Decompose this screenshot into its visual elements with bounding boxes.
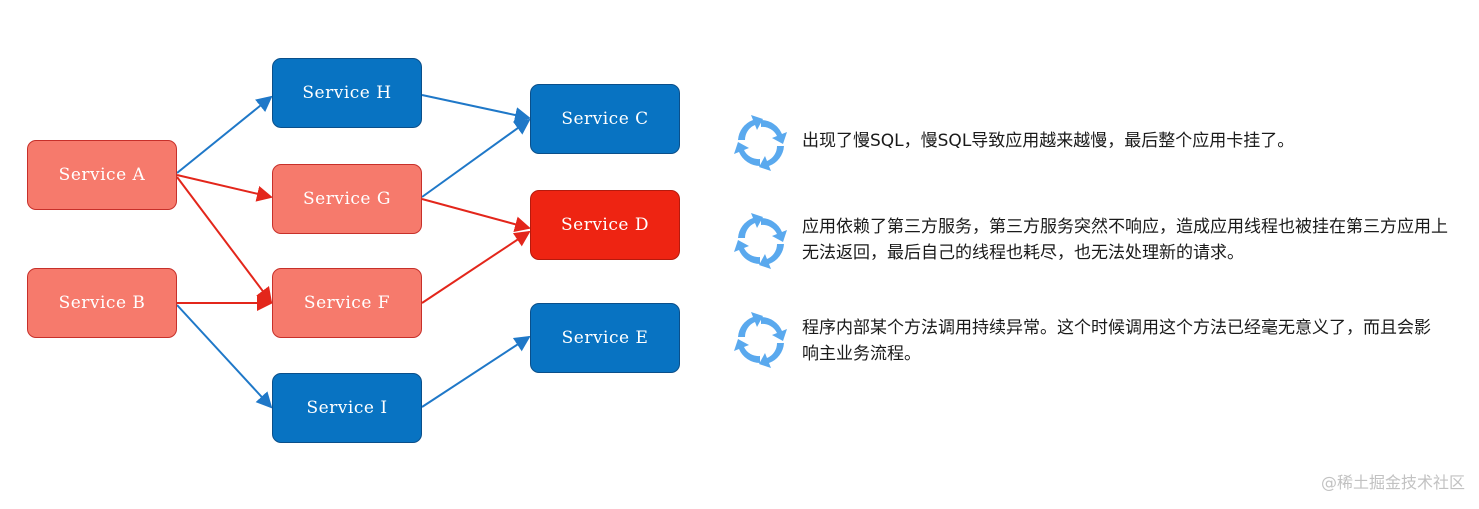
node-service-e: Service E [530, 303, 680, 373]
refresh-cycle-icon [734, 312, 787, 368]
note-text: 出现了慢SQL，慢SQL导致应用越来越慢，最后整个应用卡挂了。 [802, 131, 1295, 151]
node-service-d: Service D [530, 190, 680, 260]
node-service-g-label: Service G [303, 189, 391, 209]
node-service-d-label: Service D [561, 215, 649, 235]
edge-g-to-d [421, 198, 531, 233]
call-edges [176, 94, 531, 409]
node-service-e-label: Service E [561, 328, 649, 348]
note-text: 程序内部某个方法调用持续异常。这个时候调用这个方法已经毫无意义了，而且会影响主业… [802, 318, 1431, 364]
node-service-c: Service C [530, 84, 680, 154]
note-slow-sql: 出现了慢SQL，慢SQL导致应用越来越慢，最后整个应用卡挂了。 [732, 114, 1479, 172]
node-service-i-label: Service I [306, 398, 388, 418]
node-service-h-label: Service H [302, 83, 392, 103]
node-service-b: Service B [27, 268, 177, 338]
node-service-f: Service F [272, 268, 422, 338]
node-service-i: Service I [272, 373, 422, 443]
node-service-b-label: Service B [58, 293, 146, 313]
edge-a-to-h [176, 95, 273, 174]
edge-i-to-e [421, 335, 531, 408]
node-service-h: Service H [272, 58, 422, 128]
refresh-cycle-icon [734, 213, 787, 269]
watermark: @稀土掘金技术社区 [1320, 473, 1465, 492]
edge-a-to-f [176, 176, 273, 304]
edge-b-to-i [176, 304, 273, 409]
note-method-exception: 程序内部某个方法调用持续异常。这个时候调用这个方法已经毫无意义了，而且会影响主业… [732, 311, 1442, 369]
note-third-party-service: 应用依赖了第三方服务，第三方服务突然不响应，造成应用线程也被挂在第三方应用上无法… [732, 212, 1462, 270]
node-service-a: Service A [27, 140, 177, 210]
edge-f-to-d [421, 230, 531, 304]
service-call-diagram: Service A Service B Service H Service G … [0, 0, 700, 509]
note-text: 应用依赖了第三方服务，第三方服务突然不响应，造成应用线程也被挂在第三方应用上无法… [802, 217, 1448, 263]
refresh-cycle-icon [734, 115, 787, 171]
node-service-f-label: Service F [303, 293, 391, 313]
node-service-c-label: Service C [561, 109, 649, 129]
edge-a-to-g [176, 174, 273, 202]
edge-h-to-c [421, 94, 531, 123]
node-service-g: Service G [272, 164, 422, 234]
edge-g-to-c [421, 118, 531, 198]
node-service-a-label: Service A [58, 165, 146, 185]
